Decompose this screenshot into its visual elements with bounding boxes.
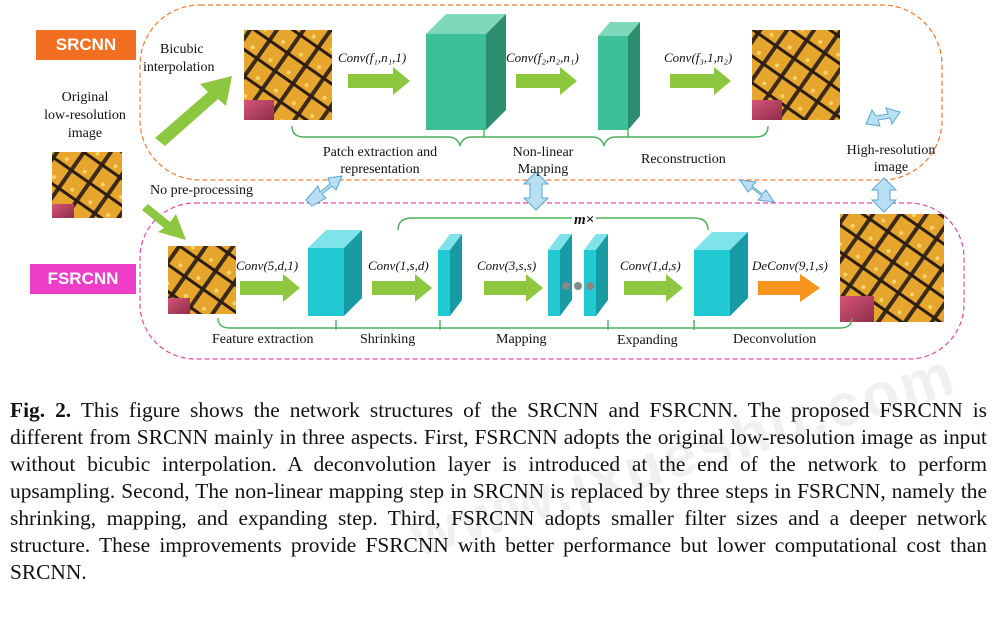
fsrcnn-block-shrinking: [438, 234, 462, 316]
no-preprocess-arrow: [142, 204, 186, 240]
shrinking-label: Shrinking: [360, 332, 416, 347]
srcnn-badge: SRCNN: [36, 30, 136, 60]
srcnn-conv3-label: Conv(f₃,1,n₂): [664, 50, 733, 65]
srcnn-brackets: [291, 125, 769, 147]
double-arrow-left: [305, 175, 343, 207]
fsrcnn-container: [139, 202, 965, 360]
original-label-line3: image: [67, 126, 103, 141]
patch-label-line1: Patch extraction and: [322, 145, 438, 160]
fsrcnn-block-mapping-1: [548, 234, 572, 316]
double-arrow-hr-top: [865, 107, 901, 127]
srcnn-arrow-2: [516, 67, 577, 95]
mapping-ellipsis-dots: [562, 282, 594, 290]
caption-text: This figure shows the network structures…: [10, 398, 987, 584]
fsrcnn-arrow-1: [240, 274, 300, 302]
mapping-label: Mapping: [496, 332, 547, 347]
fsrcnn-arrow-3: [484, 274, 543, 302]
fsrcnn-conv3-label: Conv(3,s,s): [477, 258, 537, 273]
deconv-arrow: [758, 274, 820, 302]
figure-caption: Fig. 2. This figure shows the network st…: [10, 397, 987, 586]
feature-extraction-label: Feature extraction: [212, 332, 314, 347]
fsrcnn-block-expanding: [694, 232, 748, 316]
fsrcnn-block-feature: [308, 230, 362, 316]
fsrcnn-conv2-label: Conv(1,s,d): [368, 258, 429, 273]
srcnn-block-2: [598, 22, 640, 130]
hr-label-line2: image: [873, 160, 909, 175]
double-arrow-hr-bottom: [870, 177, 898, 213]
m-times-label: m×: [572, 212, 597, 229]
srcnn-input-image: [244, 30, 332, 120]
srcnn-conv2-label: Conv(f₂,n₂,n₁): [506, 50, 579, 65]
no-preprocessing-label: No pre-processing: [150, 183, 254, 198]
network-figure: SRCNN FSRCNN Bicubic interpolation Origi…: [30, 4, 965, 360]
fsrcnn-badge: FSRCNN: [30, 264, 136, 294]
double-arrow-right: [738, 179, 776, 203]
srcnn-output-image: [752, 30, 840, 120]
expanding-label: Expanding: [617, 333, 678, 348]
original-label-line1: Original: [61, 90, 109, 105]
fsrcnn-arrow-4: [624, 274, 683, 302]
figure-graphics: [52, 4, 965, 360]
reconstruction-label: Reconstruction: [641, 152, 726, 167]
fsrcnn-conv1-label: Conv(5,d,1): [236, 258, 299, 273]
fsrcnn-arrow-2: [372, 274, 432, 302]
nonlinear-label-line1: Non-linear: [512, 145, 574, 160]
original-label-line2: low-resolution: [44, 108, 126, 123]
mx-bracket: [397, 217, 709, 231]
fsrcnn-block-mapping-2: [584, 234, 608, 316]
bicubic-label-line1: Bicubic: [160, 42, 204, 57]
input-image-original: [52, 152, 122, 218]
fsrcnn-output-image: [840, 214, 944, 322]
srcnn-conv1-label: Conv(f₁,n₁,1): [338, 50, 407, 65]
fsrcnn-input-image: [168, 246, 236, 314]
nonlinear-label-line2: Mapping: [517, 162, 569, 177]
srcnn-arrow-1: [348, 67, 410, 95]
bicubic-arrow: [155, 76, 232, 146]
fsrcnn-conv4-label: Conv(1,d,s): [620, 258, 681, 273]
double-arrow-middle: [522, 171, 550, 211]
srcnn-arrow-3: [670, 67, 731, 95]
fsrcnn-brackets: [217, 317, 853, 330]
caption-label: Fig. 2.: [10, 398, 72, 422]
patch-label-line2: representation: [340, 162, 420, 177]
hr-label-line1: High-resolution: [846, 143, 936, 158]
deconvolution-label: Deconvolution: [733, 332, 817, 347]
fsrcnn-deconv-label: DeConv(9,1,s): [752, 258, 828, 273]
bicubic-label-line2: interpolation: [143, 60, 215, 75]
srcnn-block-1: [426, 14, 506, 130]
